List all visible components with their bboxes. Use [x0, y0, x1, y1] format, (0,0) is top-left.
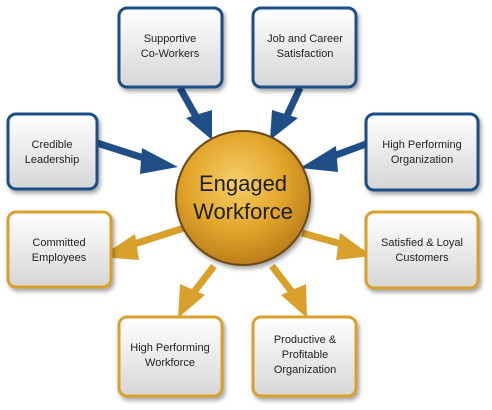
- arrow-supportive-co-workers: [176, 86, 202, 122]
- center-title-line: Workforce: [193, 199, 293, 224]
- arrow-satisfied-loyal-customers: [301, 229, 346, 249]
- node-label-line: High Performing: [130, 342, 209, 354]
- arrow-productive-profitable-organization: [269, 263, 295, 295]
- node-label-line: Leadership: [25, 154, 79, 166]
- center-node-engaged-workforce: Engaged Workforce: [175, 130, 311, 266]
- node-label-line: Organization: [391, 154, 453, 166]
- node-label-line: Workforce: [145, 357, 195, 369]
- arrow-head-high-performing-organization: [300, 146, 338, 172]
- node-label-line: Credible: [32, 139, 73, 151]
- arrow-head-credible-leadership: [140, 148, 178, 174]
- node-label-line: Productive &: [274, 334, 337, 346]
- center-title-line: Engaged: [199, 171, 287, 196]
- arrow-credible-leadership: [95, 139, 152, 164]
- node-label-line: Profitable: [282, 349, 328, 361]
- node-label-line: Committed: [32, 237, 85, 249]
- node-label-line: High Performing: [382, 139, 461, 151]
- input-arrows: [95, 86, 368, 174]
- arrow-head-productive-profitable-organization: [281, 284, 307, 318]
- node-label-line: Satisfaction: [277, 48, 334, 60]
- arrow-head-high-performing-workforce: [178, 284, 205, 318]
- arrow-head-job-career-satisfaction: [270, 110, 298, 140]
- output-box-committed-employees: Committed Employees: [6, 210, 113, 289]
- output-box-high-performing-workforce: High Performing Workforce: [117, 315, 224, 398]
- arrow-high-performing-workforce: [191, 263, 217, 295]
- node-label-line: Employees: [32, 252, 87, 264]
- node-label-line: Supportive: [144, 33, 197, 45]
- node-label-line: Co-Workers: [141, 48, 200, 60]
- node-label-line: Organization: [274, 364, 336, 376]
- node-label-line: Satisfied & Loyal: [381, 237, 463, 249]
- node-label-line: Customers: [395, 252, 449, 264]
- output-box-satisfied-loyal-customers: Satisfied & Loyal Customers: [364, 210, 480, 290]
- arrow-head-supportive-co-workers: [186, 110, 212, 140]
- input-box-credible-leadership: Credible Leadership: [6, 112, 99, 191]
- input-box-supportive-co-workers: Supportive Co-Workers: [117, 6, 224, 89]
- input-box-high-performing-organization: High Performing Organization: [364, 112, 480, 192]
- input-box-job-career-satisfaction: Job and Career Satisfaction: [251, 6, 358, 89]
- arrow-committed-employees: [126, 224, 186, 250]
- node-label-line: Job and Career: [267, 33, 343, 45]
- arrow-job-career-satisfaction: [281, 86, 304, 122]
- output-box-productive-profitable-organization: Productive & Profitable Organization: [251, 315, 358, 398]
- arrow-head-satisfied-loyal-customers: [336, 233, 372, 260]
